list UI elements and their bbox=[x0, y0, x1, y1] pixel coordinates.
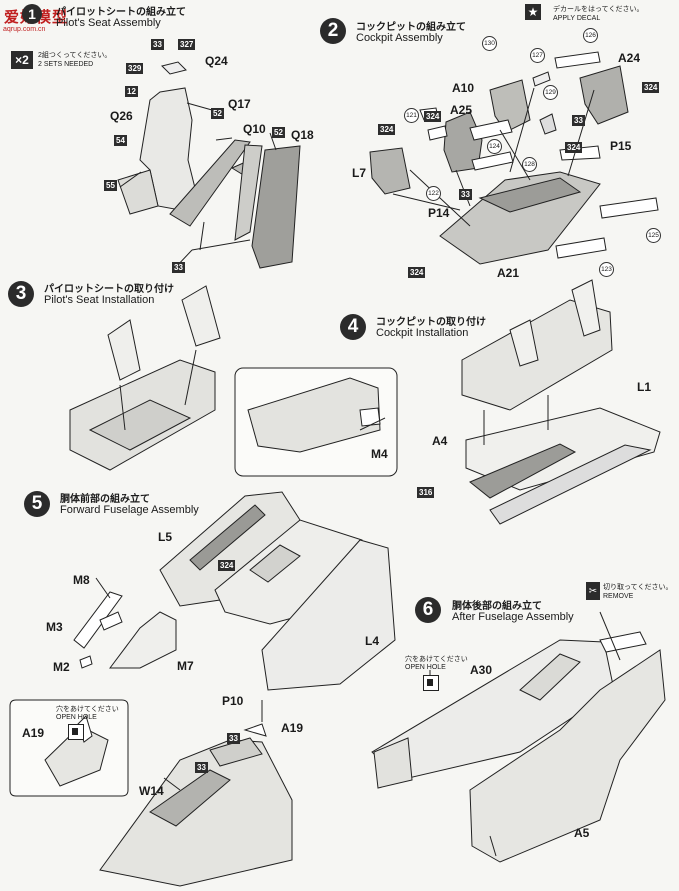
open-hole-note-jp: 穴をあけてください bbox=[405, 656, 468, 663]
part-tag: 324 bbox=[408, 267, 426, 278]
step-5-badge: 5 bbox=[24, 491, 50, 517]
decal-number: 125 bbox=[646, 228, 661, 243]
part-label: A21 bbox=[497, 266, 520, 280]
part-label: A5 bbox=[574, 826, 590, 840]
part-tag: 33 bbox=[172, 262, 185, 273]
decal-number: 124 bbox=[487, 139, 502, 154]
decal-number: 123 bbox=[599, 262, 614, 277]
remove-cutter-icon: ✂ bbox=[586, 582, 600, 600]
part-label: P15 bbox=[610, 139, 632, 153]
part-label: Q26 bbox=[110, 109, 133, 123]
part-label: P10 bbox=[222, 694, 244, 708]
part-tag: 324 bbox=[218, 560, 236, 571]
open-hole-note-en: OPEN HOLE bbox=[56, 714, 97, 721]
part-label: M7 bbox=[177, 659, 194, 673]
step-6-badge: 6 bbox=[415, 597, 441, 623]
part-label: L1 bbox=[637, 380, 652, 394]
part-tag: 33 bbox=[227, 733, 240, 744]
part-label: W14 bbox=[139, 784, 164, 798]
part-tag: 54 bbox=[114, 135, 127, 146]
step-6-title-en: After Fuselage Assembly bbox=[452, 611, 574, 623]
part-tag: 324 bbox=[642, 82, 660, 93]
part-label: L7 bbox=[352, 166, 367, 180]
part-tag: 33 bbox=[572, 115, 585, 126]
part-label: M3 bbox=[46, 620, 63, 634]
decal-number: 130 bbox=[482, 36, 497, 51]
step-1-badge: 1 bbox=[22, 4, 42, 24]
step-5-title-en: Forward Fuselage Assembly bbox=[60, 504, 199, 516]
part-tag: 324 bbox=[378, 124, 396, 135]
step-2-title-jp: コックピットの組み立て bbox=[356, 22, 466, 33]
part-tag: 33 bbox=[195, 762, 208, 773]
step-6-title-jp: 胴体後部の組み立て bbox=[452, 601, 542, 612]
part-tag: 316 bbox=[417, 487, 435, 498]
part-label: A30 bbox=[470, 663, 493, 677]
part-tag: 52 bbox=[211, 108, 224, 119]
part-tag: 12 bbox=[125, 86, 138, 97]
step-4-badge: 4 bbox=[340, 314, 366, 340]
part-label: Q18 bbox=[291, 128, 314, 142]
decal-note-en: APPLY DECAL bbox=[553, 15, 601, 22]
part-label: Q17 bbox=[228, 97, 251, 111]
remove-note-en: REMOVE bbox=[603, 593, 634, 600]
part-tag: 33 bbox=[151, 39, 164, 50]
part-tag: 324 bbox=[565, 142, 583, 153]
step-3-badge: 3 bbox=[8, 281, 34, 307]
part-label: Q24 bbox=[205, 54, 228, 68]
part-label: A24 bbox=[618, 51, 641, 65]
part-tag: 327 bbox=[178, 39, 196, 50]
decal-number: 126 bbox=[583, 28, 598, 43]
step-3-title-jp: パイロットシートの取り付け bbox=[44, 284, 174, 295]
part-tag: 324 bbox=[424, 111, 442, 122]
part-label: A25 bbox=[450, 103, 473, 117]
part-label: M4 bbox=[371, 447, 388, 461]
part-label: L4 bbox=[365, 634, 380, 648]
step-2-badge: 2 bbox=[320, 18, 346, 44]
part-label: M8 bbox=[73, 573, 90, 587]
step-2-title-en: Cockpit Assembly bbox=[356, 32, 443, 44]
open-hole-icon bbox=[68, 724, 84, 740]
step-1-title-jp: パイロットシートの組み立て bbox=[56, 7, 186, 18]
step-5-title-jp: 胴体前部の組み立て bbox=[60, 494, 150, 505]
decal-number: 127 bbox=[530, 48, 545, 63]
part-label: A19 bbox=[22, 726, 45, 740]
part-label: A10 bbox=[452, 81, 475, 95]
decal-number: 121 bbox=[404, 108, 419, 123]
part-label: P14 bbox=[428, 206, 450, 220]
step-1-title-en: Pilot's Seat Assembly bbox=[56, 17, 161, 29]
multiplier-badge: ×2 bbox=[11, 51, 33, 69]
part-label: L5 bbox=[158, 530, 173, 544]
part-label: M2 bbox=[53, 660, 70, 674]
watermark-url: aqrup.com.cn bbox=[3, 26, 46, 33]
part-label: A19 bbox=[281, 721, 304, 735]
open-hole-note-en: OPEN HOLE bbox=[405, 664, 446, 671]
multiplier-note-jp: 2組つくってください。 bbox=[38, 52, 112, 59]
step-3-title-en: Pilot's Seat Installation bbox=[44, 294, 155, 306]
part-tag: 52 bbox=[272, 127, 285, 138]
step-4-title-en: Cockpit Installation bbox=[376, 327, 469, 339]
decal-note-jp: デカールをはってください。 bbox=[553, 6, 644, 13]
part-tag: 55 bbox=[104, 180, 117, 191]
part-tag: 329 bbox=[126, 63, 144, 74]
decal-star-icon: ★ bbox=[525, 4, 541, 20]
open-hole-note-jp: 穴をあけてください bbox=[56, 706, 119, 713]
part-tag: 33 bbox=[459, 189, 472, 200]
decal-number: 122 bbox=[426, 186, 441, 201]
multiplier-note-en: 2 SETS NEEDED bbox=[38, 61, 94, 68]
step-4-title-jp: コックピットの取り付け bbox=[376, 317, 486, 328]
decal-number: 128 bbox=[522, 157, 537, 172]
decal-number: 129 bbox=[543, 85, 558, 100]
part-label: Q10 bbox=[243, 122, 266, 136]
remove-note-jp: 切り取ってください。 bbox=[603, 584, 673, 591]
part-label: A4 bbox=[432, 434, 448, 448]
open-hole-icon bbox=[423, 675, 439, 691]
